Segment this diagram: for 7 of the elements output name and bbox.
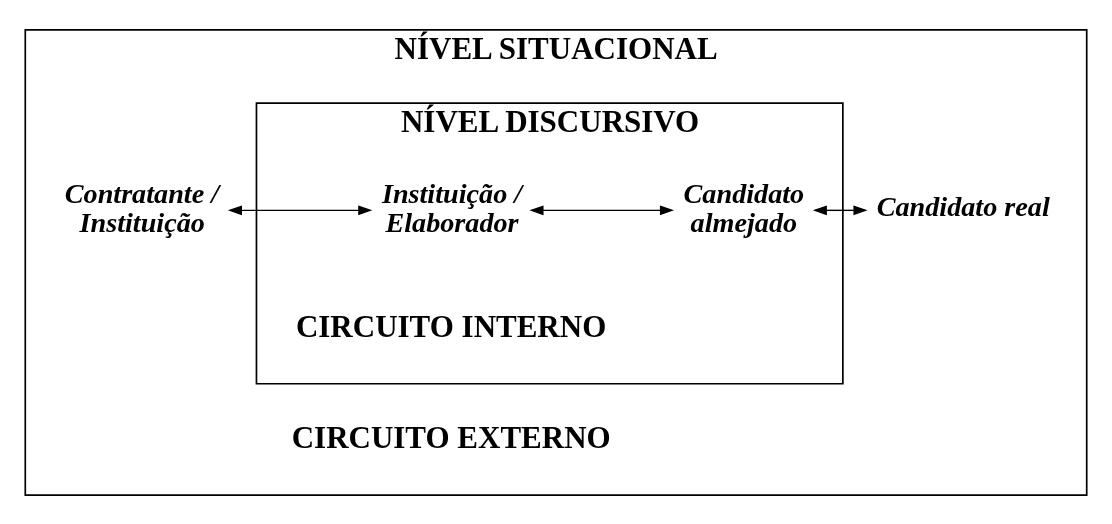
- node-text: Contratante / Instituição: [64, 177, 220, 237]
- node-text: Instituição / Elaborador: [381, 177, 523, 237]
- arrow: [227, 204, 373, 215]
- node-text: Candidato almejado: [683, 177, 805, 237]
- arrow: [812, 204, 868, 215]
- arrow: [529, 204, 675, 215]
- node-text: Candidato real: [876, 190, 1050, 222]
